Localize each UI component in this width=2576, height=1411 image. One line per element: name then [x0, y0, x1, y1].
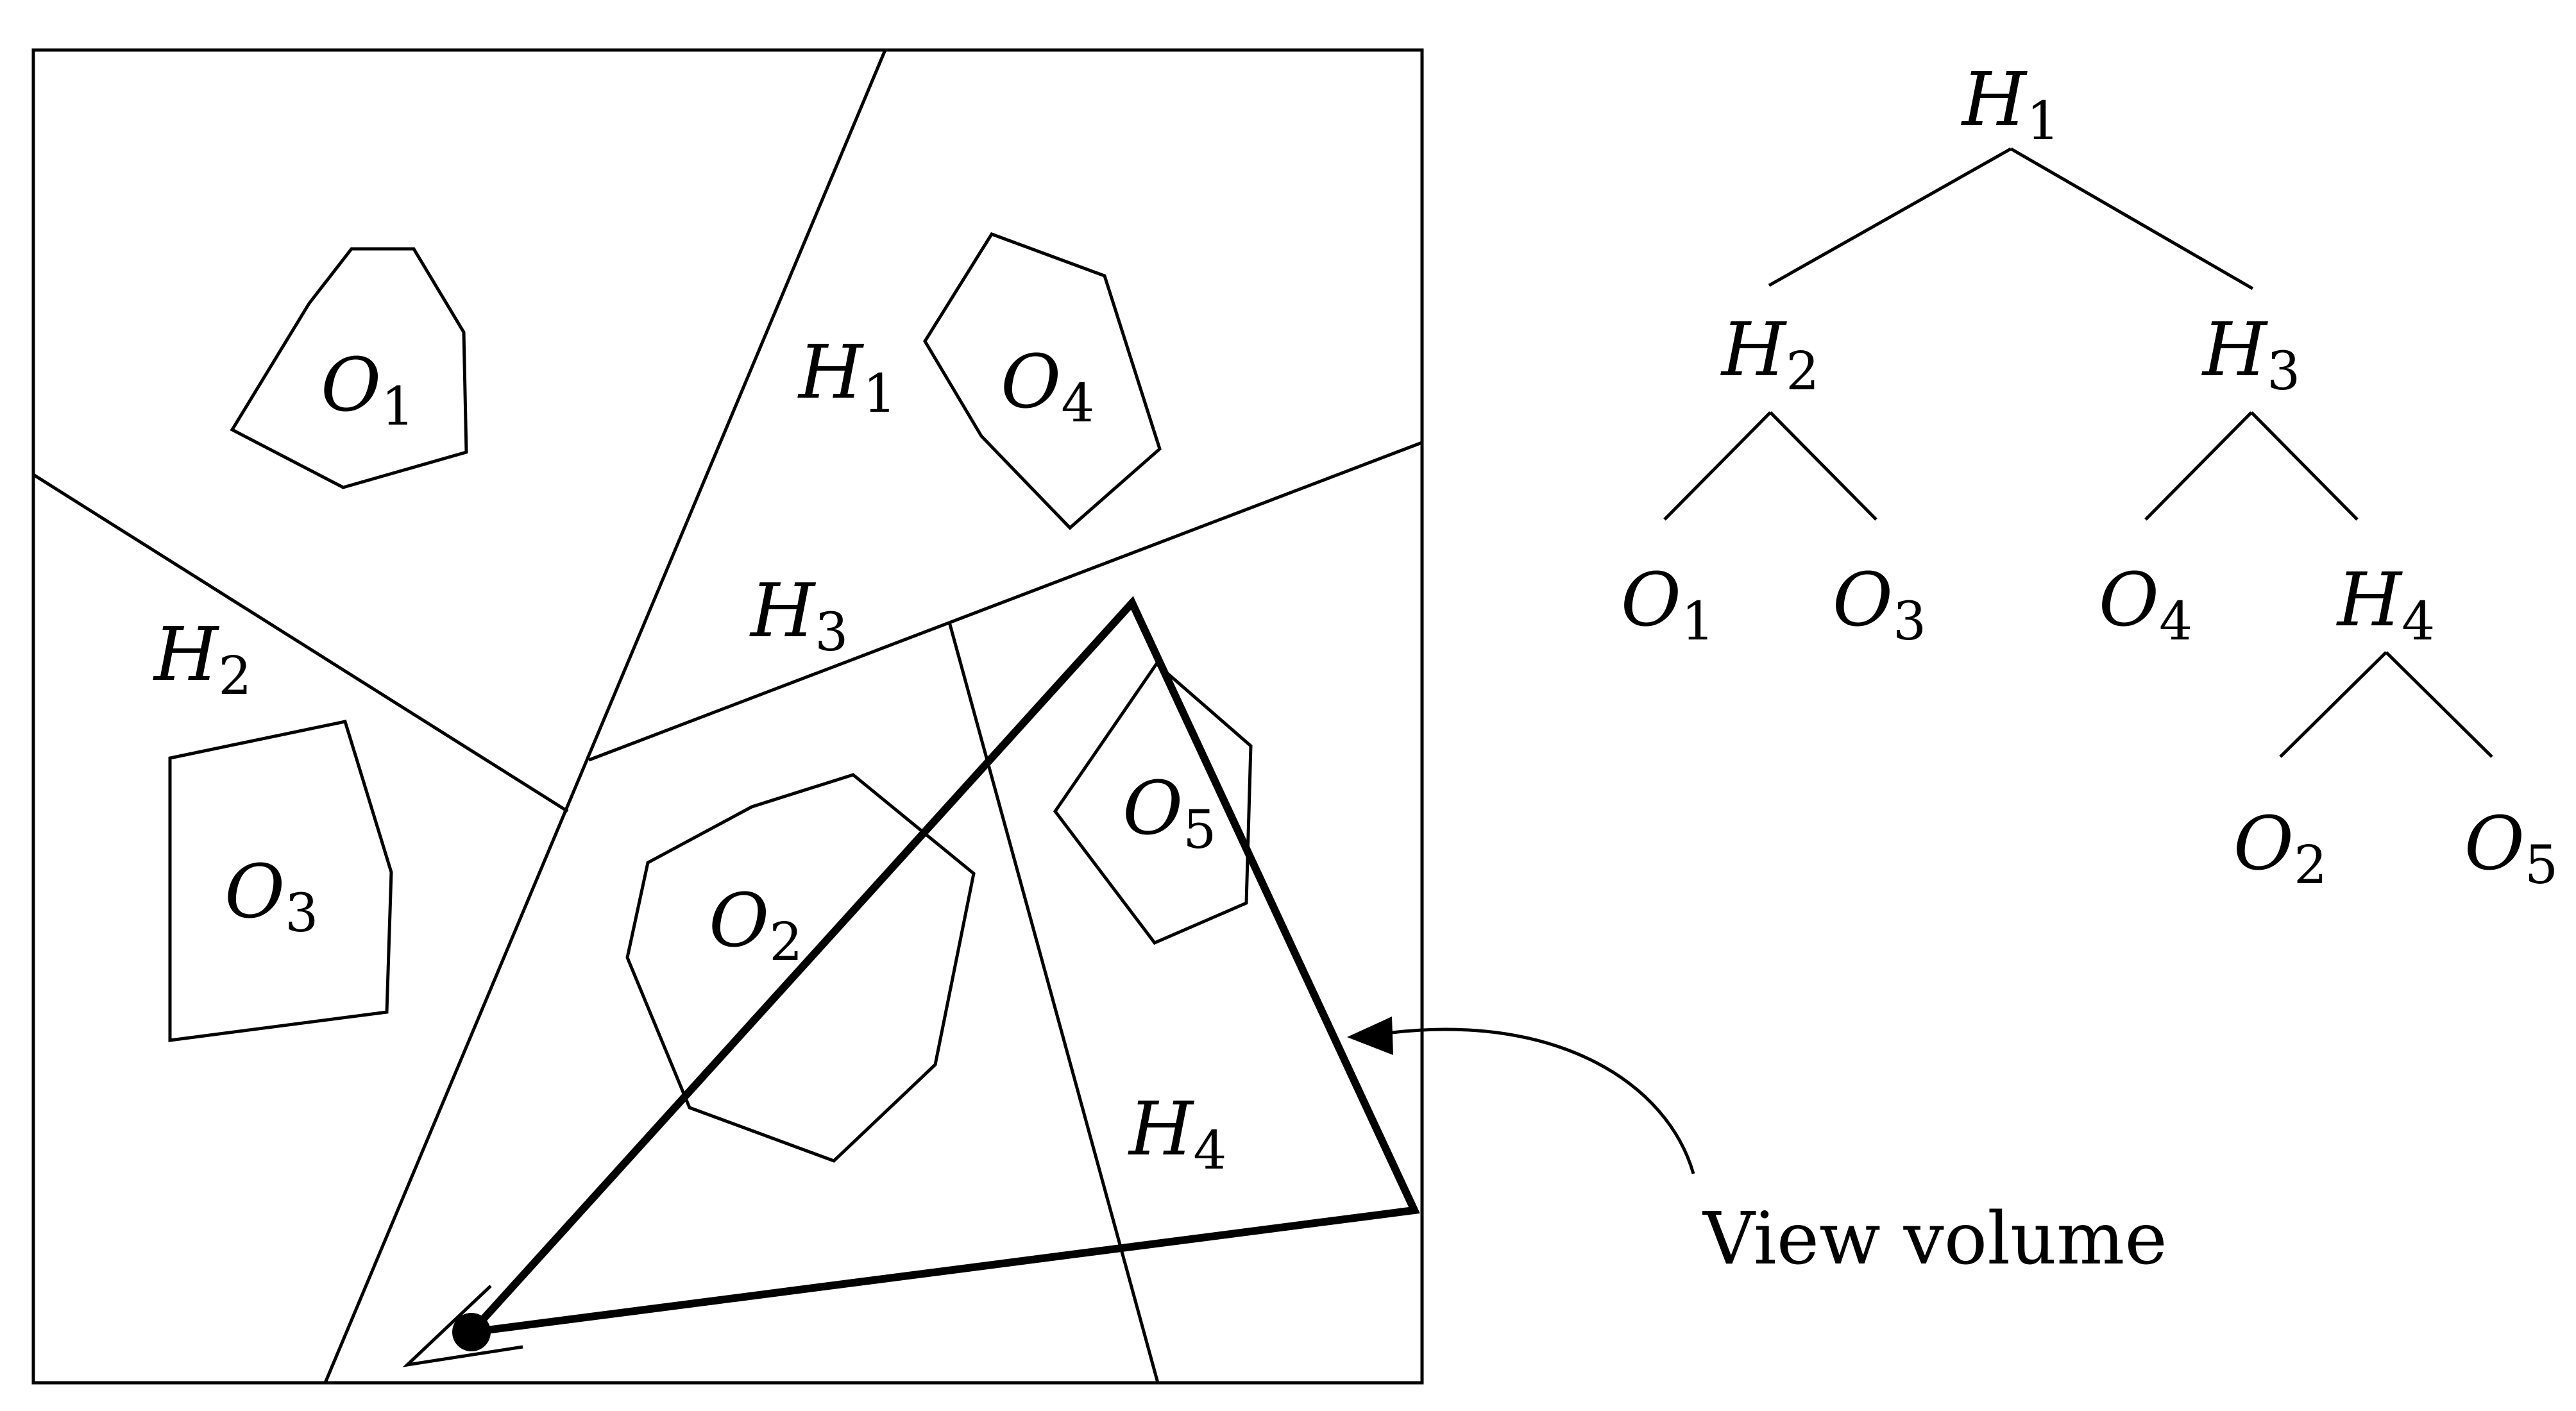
object-o2-polygon	[625, 773, 976, 1163]
partition-plane-h4	[947, 621, 1160, 1383]
tree-node-o2: O2	[2233, 801, 2327, 896]
tree-node-o1: O1	[1621, 557, 1715, 652]
eye-icon	[402, 1285, 523, 1367]
object-label-o2: O2	[709, 878, 802, 973]
tree-node-o4: O4	[2099, 557, 2192, 652]
tree-node-h3: H3	[2201, 307, 2300, 402]
partition-plane-h2	[32, 473, 569, 813]
partition-plane-h1	[323, 49, 887, 1383]
tree-edge-h3-h4	[2250, 411, 2359, 521]
scene-border	[31, 48, 1424, 1385]
callout-arrow-line	[1391, 1027, 1695, 1174]
eye-viewpoint-dot	[452, 1313, 491, 1351]
caption-view-volume: View volume	[1702, 1197, 2167, 1281]
region-label-h1: H1	[797, 330, 896, 425]
tree-edge-h4-o5	[2385, 651, 2493, 758]
tree-edge-h1-h3	[2010, 147, 2254, 291]
tree-edges	[1663, 147, 2493, 758]
tree-edge-h4-o2	[2279, 651, 2387, 758]
region-label-h3: H3	[749, 568, 848, 663]
callout-arrowhead-icon	[1347, 1017, 1393, 1055]
tree-node-o5: O5	[2464, 801, 2558, 896]
tree-edge-h3-o4	[2144, 411, 2253, 521]
view-volume-frustum	[461, 596, 1420, 1338]
tree-node-h1: H1	[1961, 57, 2060, 152]
tree-node-h4: H4	[2336, 557, 2435, 652]
partition-plane-h3	[588, 441, 1423, 762]
tree-edge-h2-o3	[1769, 411, 1877, 521]
region-label-h2: H2	[153, 612, 251, 707]
object-label-o3: O3	[225, 849, 318, 944]
tree-edge-h2-o1	[1663, 411, 1772, 521]
scene-panel: View volume H1 H2 H3 H4 O1 O2 O3 O4 O5	[31, 48, 2167, 1385]
object-o1-polygon	[230, 247, 468, 489]
region-label-h4: H4	[1128, 1086, 1226, 1181]
object-label-o1: O1	[321, 342, 414, 437]
object-o4-polygon	[923, 232, 1162, 530]
object-o5-polygon	[1053, 661, 1253, 945]
object-label-o5: O5	[1123, 766, 1216, 861]
object-label-o4: O4	[1001, 339, 1094, 434]
tree-edge-h1-h2	[1768, 147, 2012, 287]
tree-node-o3: O3	[1833, 557, 1926, 652]
tree-node-h2: H2	[1720, 307, 1819, 402]
object-o3-polygon	[168, 720, 393, 1042]
